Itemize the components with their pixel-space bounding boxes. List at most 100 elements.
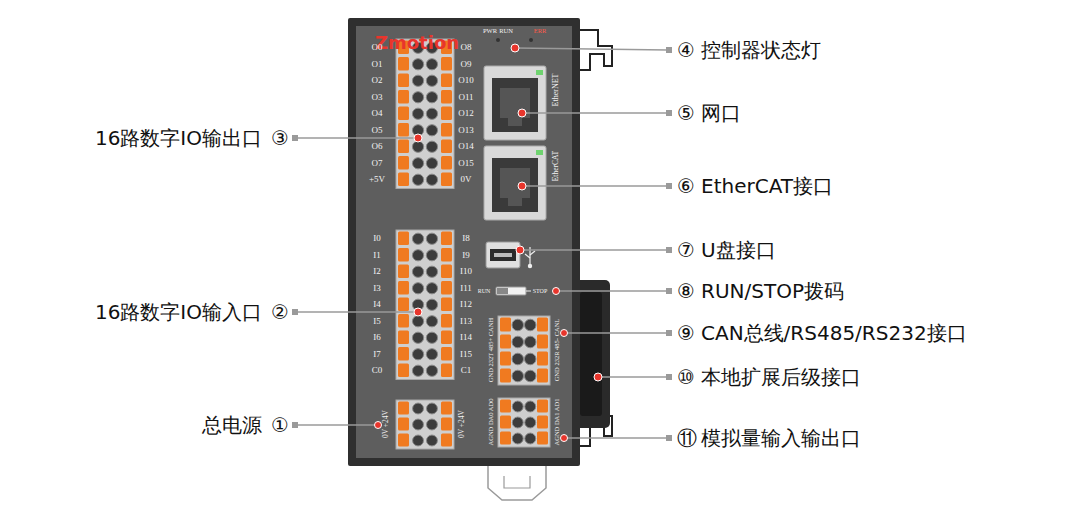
callout-text: U盘接口 [701,240,776,260]
terminal-hole [426,283,437,294]
terminal-label: I2 [373,267,381,276]
terminal-hole [512,319,524,331]
terminal-hole [412,59,423,70]
terminal-tab [441,364,452,378]
callout-text: 本地扩展后级接口 [701,367,861,387]
leader-lines [296,48,668,438]
terminal-tab [537,318,548,332]
callout-number: ⑧ [677,281,695,301]
terminal-hole [413,435,424,446]
terminal-label: I4 [373,300,381,309]
terminal-tab [537,400,548,413]
terminal-hole [512,336,524,348]
led [496,38,500,42]
terminal-tab [398,90,409,104]
terminal-tab [398,232,409,246]
terminal-tab [398,265,409,279]
terminal-label: O11 [458,92,473,101]
led-label: ERR [534,28,547,35]
terminal-tab [441,90,452,104]
pin-label: 0V +24V [458,410,466,438]
terminal-hole [524,319,536,331]
terminal-blocks [396,39,550,449]
terminal-hole [512,370,524,382]
terminal-hole [412,283,423,294]
terminal-hole [412,141,423,152]
terminal-tab [441,314,452,328]
terminal-tab [398,418,409,431]
terminal-tab [441,281,452,295]
pin-label: 0V +24V [382,410,390,438]
terminal-hole [512,433,523,444]
terminal-block [396,39,454,189]
terminal-tab [537,352,548,366]
terminal-label: O13 [458,125,474,134]
callout-text: 16路数字IO输入口 [95,302,262,322]
terminal-tab [398,123,409,137]
callout-number: ⑥ [677,176,695,196]
front-panel [356,26,572,458]
terminal-tab [441,402,452,415]
led [529,38,533,42]
terminal-hole [512,353,524,365]
terminal-tab [398,298,409,312]
terminal-tab [537,416,548,429]
terminal-block [396,400,454,449]
callout-text: RUN/STOP拨码 [701,281,844,301]
callout-number: ① [271,415,289,435]
terminal-label: O10 [458,76,474,85]
terminal-hole [412,332,423,343]
terminal-hole [525,433,536,444]
terminal-hole [512,417,523,428]
terminal-hole [412,108,423,119]
callout-text: 16路数字IO输出口 [95,128,262,148]
terminal-hole [426,92,437,103]
terminal-hole [412,365,423,376]
terminal-hole [426,125,437,136]
terminal-label: I3 [373,283,381,292]
led-label: RUN [499,28,513,35]
ethercat-jack [484,146,546,220]
terminal-hole [524,353,536,365]
terminal-label: O8 [461,43,472,52]
terminal-label: I12 [460,300,472,309]
terminal-hole [426,316,437,327]
terminal-label: O3 [372,92,383,101]
terminal-hole [412,349,423,360]
terminal-label: O1 [372,59,383,68]
terminal-hole [427,419,438,430]
terminal-label: O9 [461,59,472,68]
terminal-tab [500,352,511,366]
terminal-tab [441,123,452,137]
terminal-hole [426,158,437,169]
terminal-tab [500,416,511,429]
terminal-hole [426,349,437,360]
port-label: EtherNET [552,74,560,107]
terminal-hole [412,158,423,169]
terminal-label: I1 [373,250,381,259]
terminal-block [396,230,454,380]
terminal-hole [413,419,424,430]
terminal-hole [412,233,423,244]
terminal-label: I9 [462,250,470,259]
terminal-label: O7 [372,158,383,167]
terminal-hole [412,174,423,185]
ethernet-jack [484,66,546,140]
terminal-tab [441,347,452,361]
terminal-tab [441,265,452,279]
terminal-label: O4 [372,109,383,118]
terminal-tab [537,335,548,349]
terminal-label: I7 [373,349,381,358]
terminal-hole [426,299,437,310]
callout-number: ⑩ [677,367,695,387]
terminal-label: C1 [461,366,472,375]
terminal-hole [427,435,438,446]
terminal-label: O15 [458,158,474,167]
terminal-hole [426,141,437,152]
terminal-hole [426,250,437,261]
terminal-tab [398,156,409,170]
terminal-label: +5V [369,175,385,184]
din-tab-slot [504,476,530,488]
terminal-tab [500,432,511,445]
